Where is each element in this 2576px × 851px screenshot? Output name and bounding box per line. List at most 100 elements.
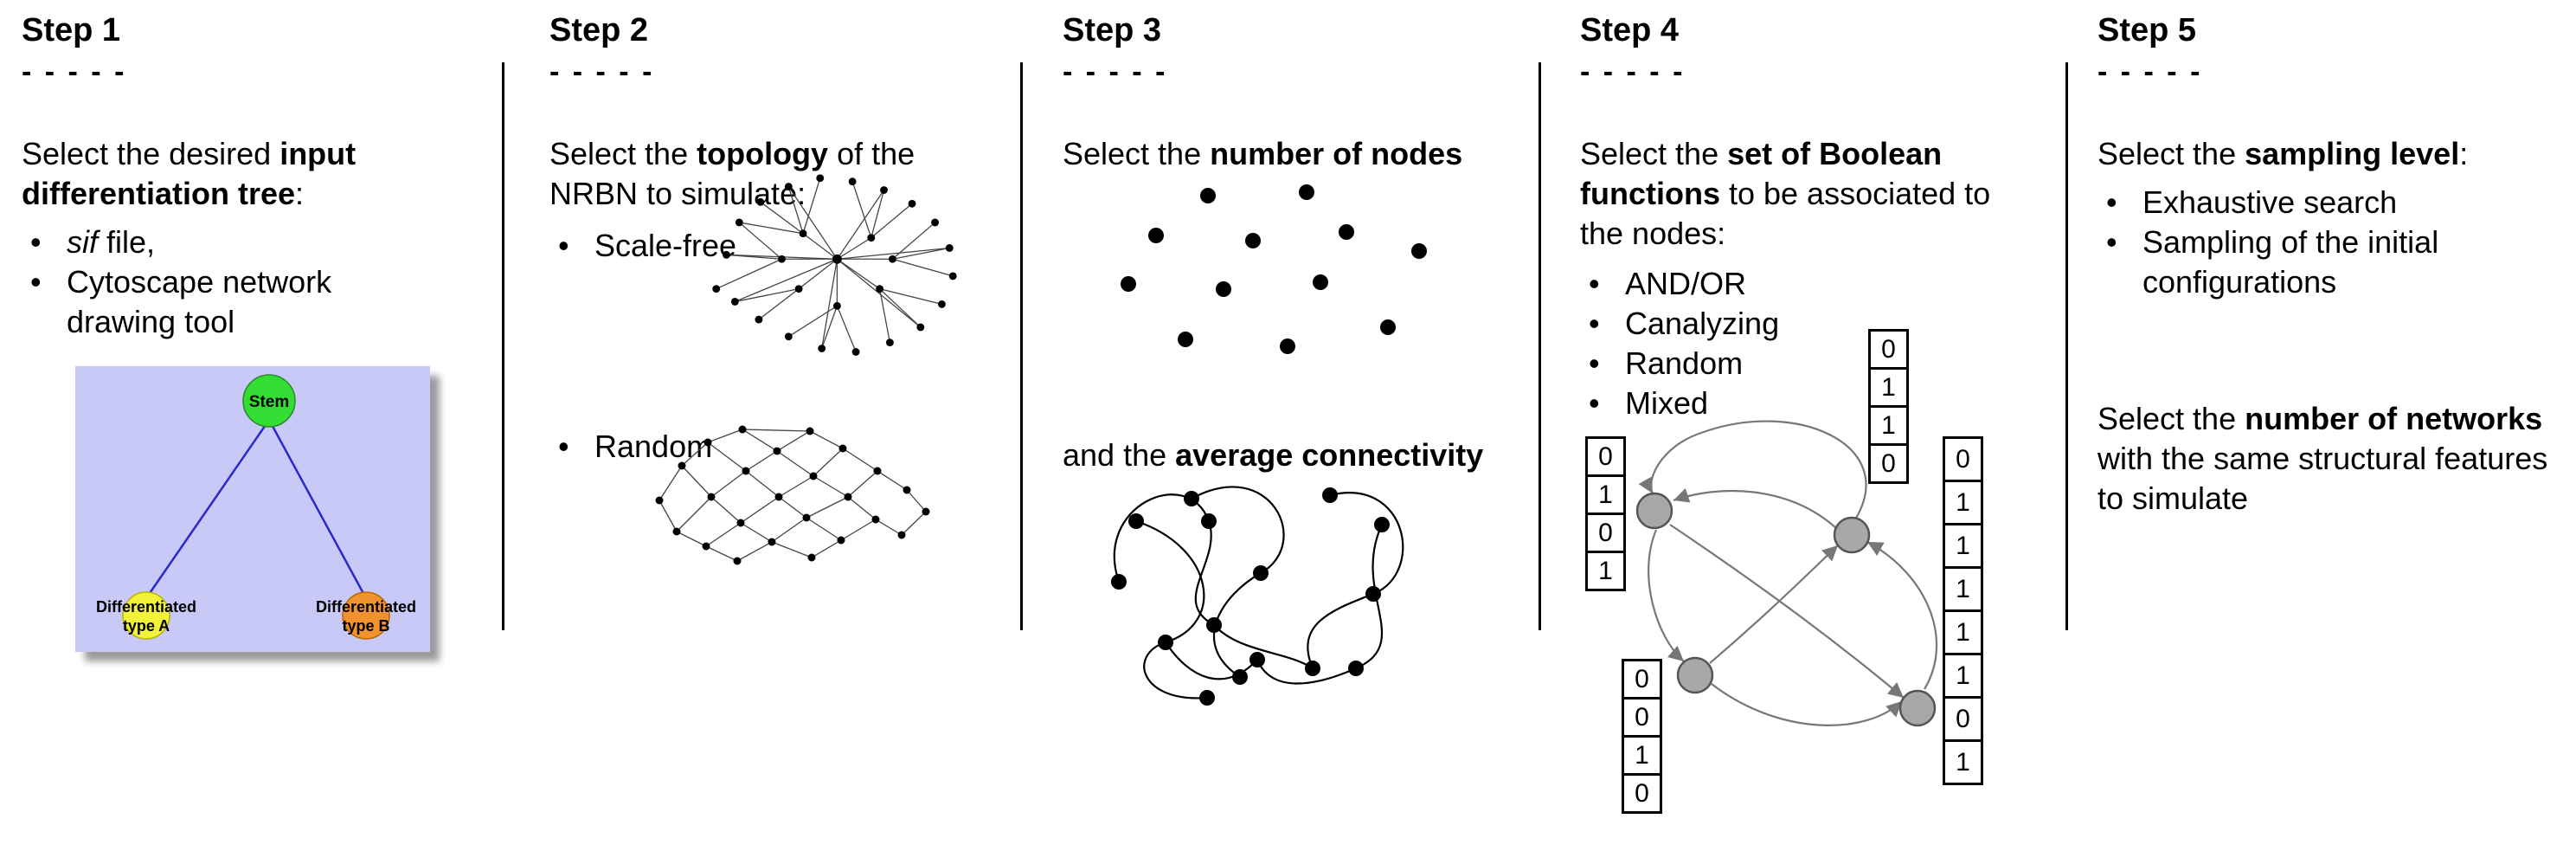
type-a-node	[122, 590, 170, 640]
sampling-level-options: Exhaustive search Sampling of the initia…	[2097, 183, 2565, 302]
instruction-text: Select the	[1063, 135, 1211, 171]
instruction-text: :	[295, 175, 305, 211]
list-item: Sampling of the initial configurations	[2097, 222, 2565, 302]
list-item: Random	[1580, 344, 2060, 384]
random-network-graphic	[655, 425, 930, 565]
truth-table-cell: 1	[1622, 735, 1662, 776]
truth-table-cell: 1	[1943, 480, 1983, 525]
type-b-label-line1: Differentiated	[316, 598, 416, 616]
truth-table-cell: 0	[1868, 329, 1909, 370]
truth-table-cell: 1	[1943, 739, 1983, 785]
column-divider-2	[1020, 62, 1023, 630]
truth-table-cell: 1	[1943, 523, 1983, 569]
list-item: Exhaustive search	[2097, 183, 2565, 222]
stem-node	[242, 373, 296, 428]
truth-table-cell: 0	[1585, 436, 1626, 477]
step-2-dashed-separator: - - - - -	[549, 55, 655, 88]
scale-free-network-graphic	[712, 174, 957, 356]
instruction-text: Select the	[1580, 135, 1728, 171]
step-1-instruction: Select the desired input differentiation…	[22, 134, 411, 214]
list-item: Scale-free	[549, 226, 1021, 266]
step-4-dashed-separator: - - - - -	[1580, 55, 1686, 88]
instruction-bold: input differentiation tree	[22, 135, 357, 211]
column-divider-4	[2065, 62, 2068, 630]
type-b-node	[342, 590, 390, 640]
truth-table-cell: 0	[1943, 436, 1983, 482]
instruction-bold: number of networks	[2245, 400, 2543, 436]
boolean-function-options: AND/OR Canalyzing Random Mixed	[1580, 264, 2060, 423]
instruction-bold: sampling level	[2245, 135, 2460, 171]
step-5-column: Step 5 - - - - - Select the sampling lev…	[2097, 12, 2572, 519]
step-3-instruction-nodes: Select the number of nodes	[1063, 134, 1537, 174]
instruction-text: :	[2459, 135, 2469, 171]
instruction-bold: set of Boolean functions	[1580, 135, 1943, 211]
network-node-b	[1833, 516, 1871, 554]
truth-table-cell: 1	[1585, 551, 1626, 591]
network-node-d	[1898, 689, 1937, 727]
truth-table-cell: 1	[1943, 653, 1983, 699]
step-5-instruction: Select the sampling level:	[2097, 134, 2572, 174]
instruction-text: to be associated to the nodes:	[1580, 175, 1991, 251]
step-3-title: Step 3	[1063, 12, 1162, 48]
instruction-text: of the NRBN to simulate:	[549, 135, 915, 211]
step-3-instruction-connectivity: and the average connectivity	[1063, 435, 1537, 475]
instruction-text: Select the	[2097, 400, 2245, 436]
differentiation-tree-graphic: Stem Differentiated type A Differentiate…	[75, 365, 430, 652]
network-node-a	[1635, 492, 1673, 530]
step-4-column: Step 4 - - - - - Select the set of Boole…	[1580, 12, 2060, 814]
truth-table-cell: 0	[1622, 697, 1662, 738]
nodes-scatter-graphic	[1121, 184, 1427, 354]
list-item-italic: sif	[67, 223, 98, 260]
truth-table-cell: 0	[1585, 513, 1626, 553]
list-item: AND/OR	[1580, 264, 2060, 304]
instruction-bold: topology	[697, 135, 829, 171]
differentiation-tree-figure: Stem Differentiated type A Differentiate…	[75, 365, 430, 652]
step-5-title: Step 5	[2097, 12, 2197, 48]
instruction-text: and the	[1063, 436, 1176, 473]
list-item: sif file,	[22, 222, 411, 262]
truth-table-top: 0 1 1 0	[1868, 329, 1909, 484]
step-2-instruction: Select the topology of the NRBN to simul…	[549, 134, 956, 214]
truth-table-bottom-left: 0 0 1 0	[1622, 659, 1662, 814]
list-item-text: AND/OR	[1625, 265, 1747, 301]
truth-table-cell: 0	[1622, 659, 1662, 699]
list-item: Canalyzing	[1580, 304, 2060, 344]
list-item-text: Cytoscape network drawing tool	[67, 263, 332, 339]
step-2-title: Step 2	[549, 12, 649, 48]
step-1-title: Step 1	[22, 12, 121, 48]
step-3-column: Step 3 - - - - - Select the number of no…	[1063, 12, 1537, 706]
boolean-network-graphic: 0 1 1 0 0 1 0 1 0 0 1 0 0 1 1 1	[1580, 315, 2052, 851]
step-1-dashed-separator: - - - - -	[22, 55, 127, 88]
list-item-text: Exhaustive search	[2142, 184, 2398, 220]
truth-table-cell: 1	[1585, 474, 1626, 515]
truth-table-cell: 1	[1868, 405, 1909, 446]
type-a-label-line1: Differentiated	[96, 598, 196, 616]
topology-option-scale-free: Scale-free	[549, 226, 1021, 266]
instruction-bold: average connectivity	[1175, 436, 1484, 473]
instruction-text: with the same structural features to sim…	[2097, 440, 2548, 516]
instruction-text: Select the	[549, 135, 697, 171]
step-5-networks-instruction: Select the number of networks with the s…	[2097, 399, 2556, 519]
list-item-text: Sampling of the initial configurations	[2142, 223, 2439, 300]
list-item-text: Canalyzing	[1625, 305, 1780, 341]
column-divider-3	[1539, 62, 1541, 630]
topology-option-random: Random	[549, 427, 1021, 467]
tree-edge-b	[267, 419, 368, 599]
list-item: Random	[549, 427, 1021, 467]
truth-table-cell: 0	[1943, 696, 1983, 742]
truth-table-cell: 0	[1622, 773, 1662, 814]
list-item-text: Random	[594, 428, 713, 464]
boolean-network-wires	[1635, 420, 1937, 727]
instruction-bold: number of nodes	[1210, 135, 1463, 171]
connectivity-tangle-graphic	[1111, 486, 1404, 706]
step-1-column: Step 1 - - - - - Select the desired inpu…	[22, 12, 506, 652]
network-node-c	[1676, 656, 1714, 694]
truth-table-cell: 1	[1943, 566, 1983, 612]
tree-edge-a	[145, 418, 271, 599]
step-4-instruction: Select the set of Boolean functions to b…	[1580, 134, 2039, 254]
instruction-text: Select the	[2097, 135, 2245, 171]
truth-table-left: 0 1 0 1	[1585, 436, 1626, 591]
step-3-dashed-separator: - - - - -	[1063, 55, 1168, 88]
list-item-text: file,	[98, 223, 156, 260]
